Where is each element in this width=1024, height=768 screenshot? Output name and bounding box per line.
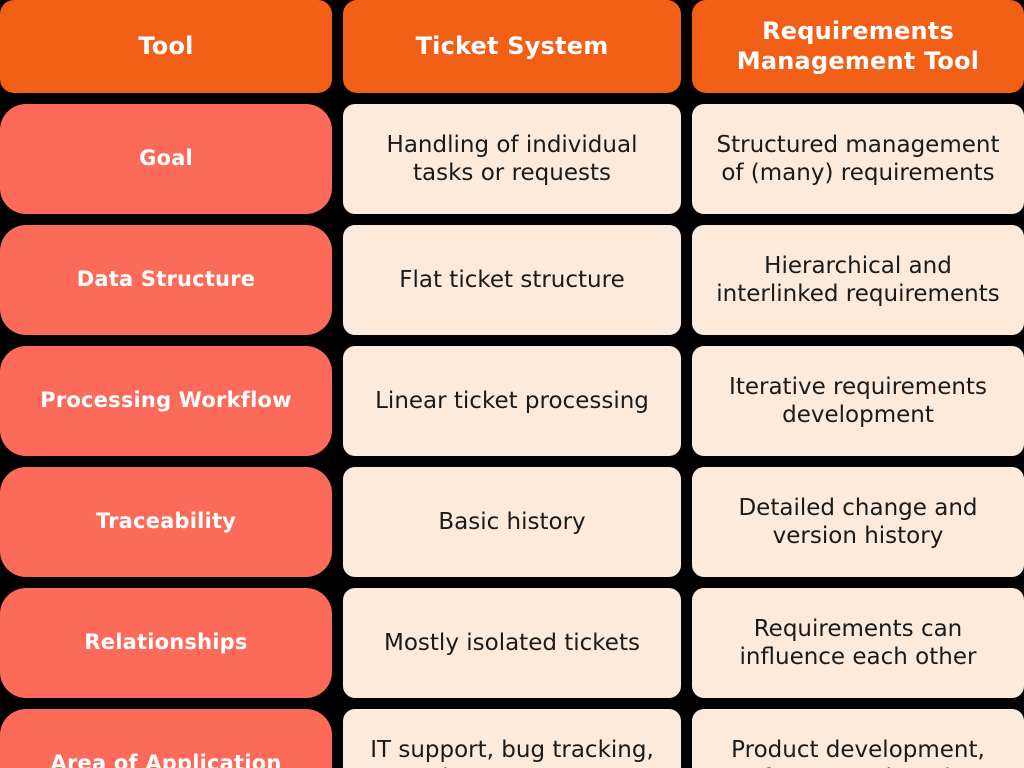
row-label-text: Relationships	[84, 630, 248, 655]
header-label-tool: Tool	[138, 31, 194, 60]
cell-text: Mostly isolated tickets	[384, 629, 640, 656]
header-cell-tool: Tool	[0, 0, 332, 93]
table-row: Processing Workflow Linear ticket proces…	[0, 346, 1024, 456]
cell-text: IT support, bug tracking, task managemen…	[370, 736, 654, 768]
header-cell-requirements-management-tool: Requirements Management Tool	[692, 0, 1024, 93]
cell-text: Linear ticket processing	[375, 387, 649, 414]
table-row: Relationships Mostly isolated tickets Re…	[0, 588, 1024, 698]
cell-goal-requirements-tool: Structured management of (many) requirem…	[692, 104, 1024, 214]
cell-area-of-application-requirements-tool: Product development, software engineerin…	[692, 709, 1024, 768]
cell-area-of-application-ticket-system: IT support, bug tracking, task managemen…	[343, 709, 681, 768]
row-label-traceability: Traceability	[0, 467, 332, 577]
cell-text: Handling of individual tasks or requests	[386, 131, 638, 186]
cell-relationships-ticket-system: Mostly isolated tickets	[343, 588, 681, 698]
cell-text: Product development, software engineerin…	[731, 736, 985, 768]
cell-traceability-requirements-tool: Detailed change and version history	[692, 467, 1024, 577]
cell-processing-workflow-ticket-system: Linear ticket processing	[343, 346, 681, 456]
cell-traceability-ticket-system: Basic history	[343, 467, 681, 577]
header-label-requirements-management-tool: Requirements Management Tool	[736, 17, 980, 75]
cell-text: Basic history	[438, 508, 586, 535]
cell-text: Requirements can influence each other	[739, 615, 977, 670]
cell-goal-ticket-system: Handling of individual tasks or requests	[343, 104, 681, 214]
cell-text: Detailed change and version history	[738, 494, 978, 549]
row-label-relationships: Relationships	[0, 588, 332, 698]
cell-data-structure-requirements-tool: Hierarchical and interlinked requirement…	[692, 225, 1024, 335]
table-row: Area of Application IT support, bug trac…	[0, 709, 1024, 768]
row-label-text: Traceability	[95, 509, 237, 534]
row-label-text: Processing Workflow	[40, 388, 292, 413]
table-header-row: Tool Ticket System Requirements Manageme…	[0, 0, 1024, 93]
cell-processing-workflow-requirements-tool: Iterative requirements development	[692, 346, 1024, 456]
row-label-goal: Goal	[0, 104, 332, 214]
header-cell-ticket-system: Ticket System	[343, 0, 681, 93]
row-label-text: Data Structure	[76, 267, 256, 292]
cell-text: Hierarchical and interlinked requirement…	[716, 252, 1000, 307]
cell-text: Structured management of (many) requirem…	[716, 131, 1000, 186]
cell-relationships-requirements-tool: Requirements can influence each other	[692, 588, 1024, 698]
row-label-text: Goal	[139, 146, 193, 171]
header-label-ticket-system: Ticket System	[415, 31, 609, 60]
cell-text: Iterative requirements development	[729, 373, 987, 428]
table-row: Traceability Basic history Detailed chan…	[0, 467, 1024, 577]
row-label-processing-workflow: Processing Workflow	[0, 346, 332, 456]
cell-data-structure-ticket-system: Flat ticket structure	[343, 225, 681, 335]
row-label-text: Area of Application	[50, 751, 282, 768]
cell-text: Flat ticket structure	[399, 266, 625, 293]
table-row: Goal Handling of individual tasks or req…	[0, 104, 1024, 214]
row-label-area-of-application: Area of Application	[0, 709, 332, 768]
table-row: Data Structure Flat ticket structure Hie…	[0, 225, 1024, 335]
row-label-data-structure: Data Structure	[0, 225, 332, 335]
